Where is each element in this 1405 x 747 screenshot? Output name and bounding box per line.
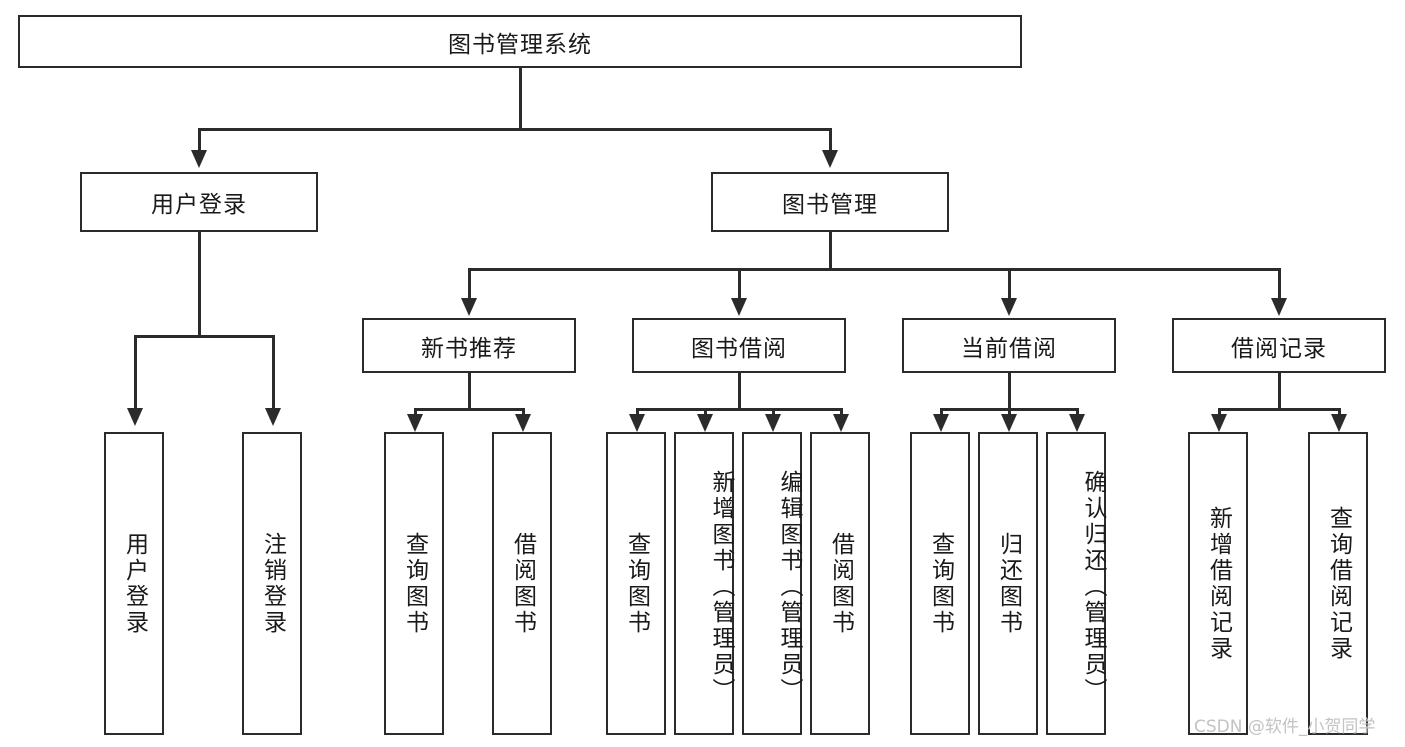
edge-level3-bus xyxy=(468,268,1280,271)
arrow-down-icon xyxy=(1001,298,1017,316)
node-label: 借阅图书 xyxy=(509,531,536,636)
node-leaf-return-book[interactable]: 归还图书 xyxy=(978,432,1038,735)
node-label: 新增图书（管理员） xyxy=(708,469,734,704)
node-label: 用户登录 xyxy=(151,192,247,218)
edge-new-book-bus xyxy=(414,408,524,411)
node-leaf-query-book-3[interactable]: 查询图书 xyxy=(910,432,970,735)
edge-user-login-stem xyxy=(198,232,201,335)
node-label: 图书管理 xyxy=(782,192,878,218)
node-root-system[interactable]: 图书管理系统 xyxy=(18,15,1022,68)
edge-book-borrow-stem xyxy=(738,373,741,408)
node-leaf-borrow-book-2[interactable]: 借阅图书 xyxy=(810,432,870,735)
arrow-down-icon xyxy=(731,298,747,316)
arrow-down-icon xyxy=(1331,414,1347,432)
edge-book-management-stem xyxy=(829,232,832,268)
edge-drop-borrow-record xyxy=(1278,268,1281,300)
edge-drop-user-login xyxy=(198,128,201,152)
edge-drop-leaf-logout-login xyxy=(272,335,275,410)
edge-drop-leaf-user-login xyxy=(134,335,137,410)
node-label: 查询图书 xyxy=(401,531,428,636)
arrow-down-icon xyxy=(765,414,781,432)
edge-borrow-record-bus xyxy=(1218,408,1340,411)
node-label: 确认归还（管理员） xyxy=(1080,469,1106,704)
node-label: 用户登录 xyxy=(121,531,148,636)
node-label: 新书推荐 xyxy=(421,335,517,362)
edge-root-stem xyxy=(519,68,522,128)
arrow-down-icon xyxy=(1069,414,1085,432)
edge-new-book-stem xyxy=(468,373,471,408)
node-label: 查询借阅记录 xyxy=(1325,505,1352,662)
node-label: 查询图书 xyxy=(927,531,954,636)
node-label: 当前借阅 xyxy=(961,335,1057,362)
node-label: 新增借阅记录 xyxy=(1205,505,1232,662)
arrow-down-icon xyxy=(1211,414,1227,432)
arrow-down-icon xyxy=(515,414,531,432)
node-leaf-edit-book[interactable]: 编辑图书（管理员） xyxy=(742,432,802,735)
node-label: 借阅记录 xyxy=(1231,335,1327,362)
arrow-down-icon xyxy=(461,298,477,316)
node-label: 图书管理系统 xyxy=(448,31,592,58)
node-leaf-add-record[interactable]: 新增借阅记录 xyxy=(1188,432,1248,735)
node-leaf-logout-login[interactable]: 注销登录 xyxy=(242,432,302,735)
arrow-down-icon xyxy=(697,414,713,432)
arrow-down-icon xyxy=(1001,414,1017,432)
node-leaf-borrow-book-1[interactable]: 借阅图书 xyxy=(492,432,552,735)
node-label: 借阅图书 xyxy=(827,531,854,636)
node-leaf-query-book-2[interactable]: 查询图书 xyxy=(606,432,666,735)
node-borrow-record[interactable]: 借阅记录 xyxy=(1172,318,1386,373)
arrow-down-icon xyxy=(1271,298,1287,316)
node-leaf-add-book[interactable]: 新增图书（管理员） xyxy=(674,432,734,735)
arrow-down-icon xyxy=(265,408,281,426)
node-label: 编辑图书（管理员） xyxy=(776,469,802,704)
arrow-down-icon xyxy=(629,414,645,432)
edge-root-bus xyxy=(198,128,831,131)
node-user-login[interactable]: 用户登录 xyxy=(80,172,318,232)
node-label: 归还图书 xyxy=(995,531,1022,636)
node-leaf-query-book-1[interactable]: 查询图书 xyxy=(384,432,444,735)
node-label: 查询图书 xyxy=(623,531,650,636)
node-label: 图书借阅 xyxy=(691,335,787,362)
arrow-down-icon xyxy=(127,408,143,426)
node-leaf-query-record[interactable]: 查询借阅记录 xyxy=(1308,432,1368,735)
node-new-book-recommend[interactable]: 新书推荐 xyxy=(362,318,576,373)
arrow-down-icon xyxy=(822,150,838,168)
edge-drop-new-book-recommend xyxy=(468,268,471,300)
edge-borrow-record-stem xyxy=(1278,373,1281,408)
edge-drop-book-borrow xyxy=(738,268,741,300)
edge-drop-book-management xyxy=(829,128,832,152)
edge-book-borrow-bus xyxy=(636,408,842,411)
node-current-borrow[interactable]: 当前借阅 xyxy=(902,318,1116,373)
edge-current-borrow-stem xyxy=(1008,373,1011,408)
edge-user-login-bus xyxy=(134,335,274,338)
arrow-down-icon xyxy=(933,414,949,432)
node-book-borrow[interactable]: 图书借阅 xyxy=(632,318,846,373)
edge-drop-current-borrow xyxy=(1008,268,1011,300)
arrow-down-icon xyxy=(833,414,849,432)
node-leaf-confirm-return[interactable]: 确认归还（管理员） xyxy=(1046,432,1106,735)
arrow-down-icon xyxy=(407,414,423,432)
node-leaf-user-login[interactable]: 用户登录 xyxy=(104,432,164,735)
node-book-management[interactable]: 图书管理 xyxy=(711,172,949,232)
node-label: 注销登录 xyxy=(259,531,286,636)
arrow-down-icon xyxy=(191,150,207,168)
